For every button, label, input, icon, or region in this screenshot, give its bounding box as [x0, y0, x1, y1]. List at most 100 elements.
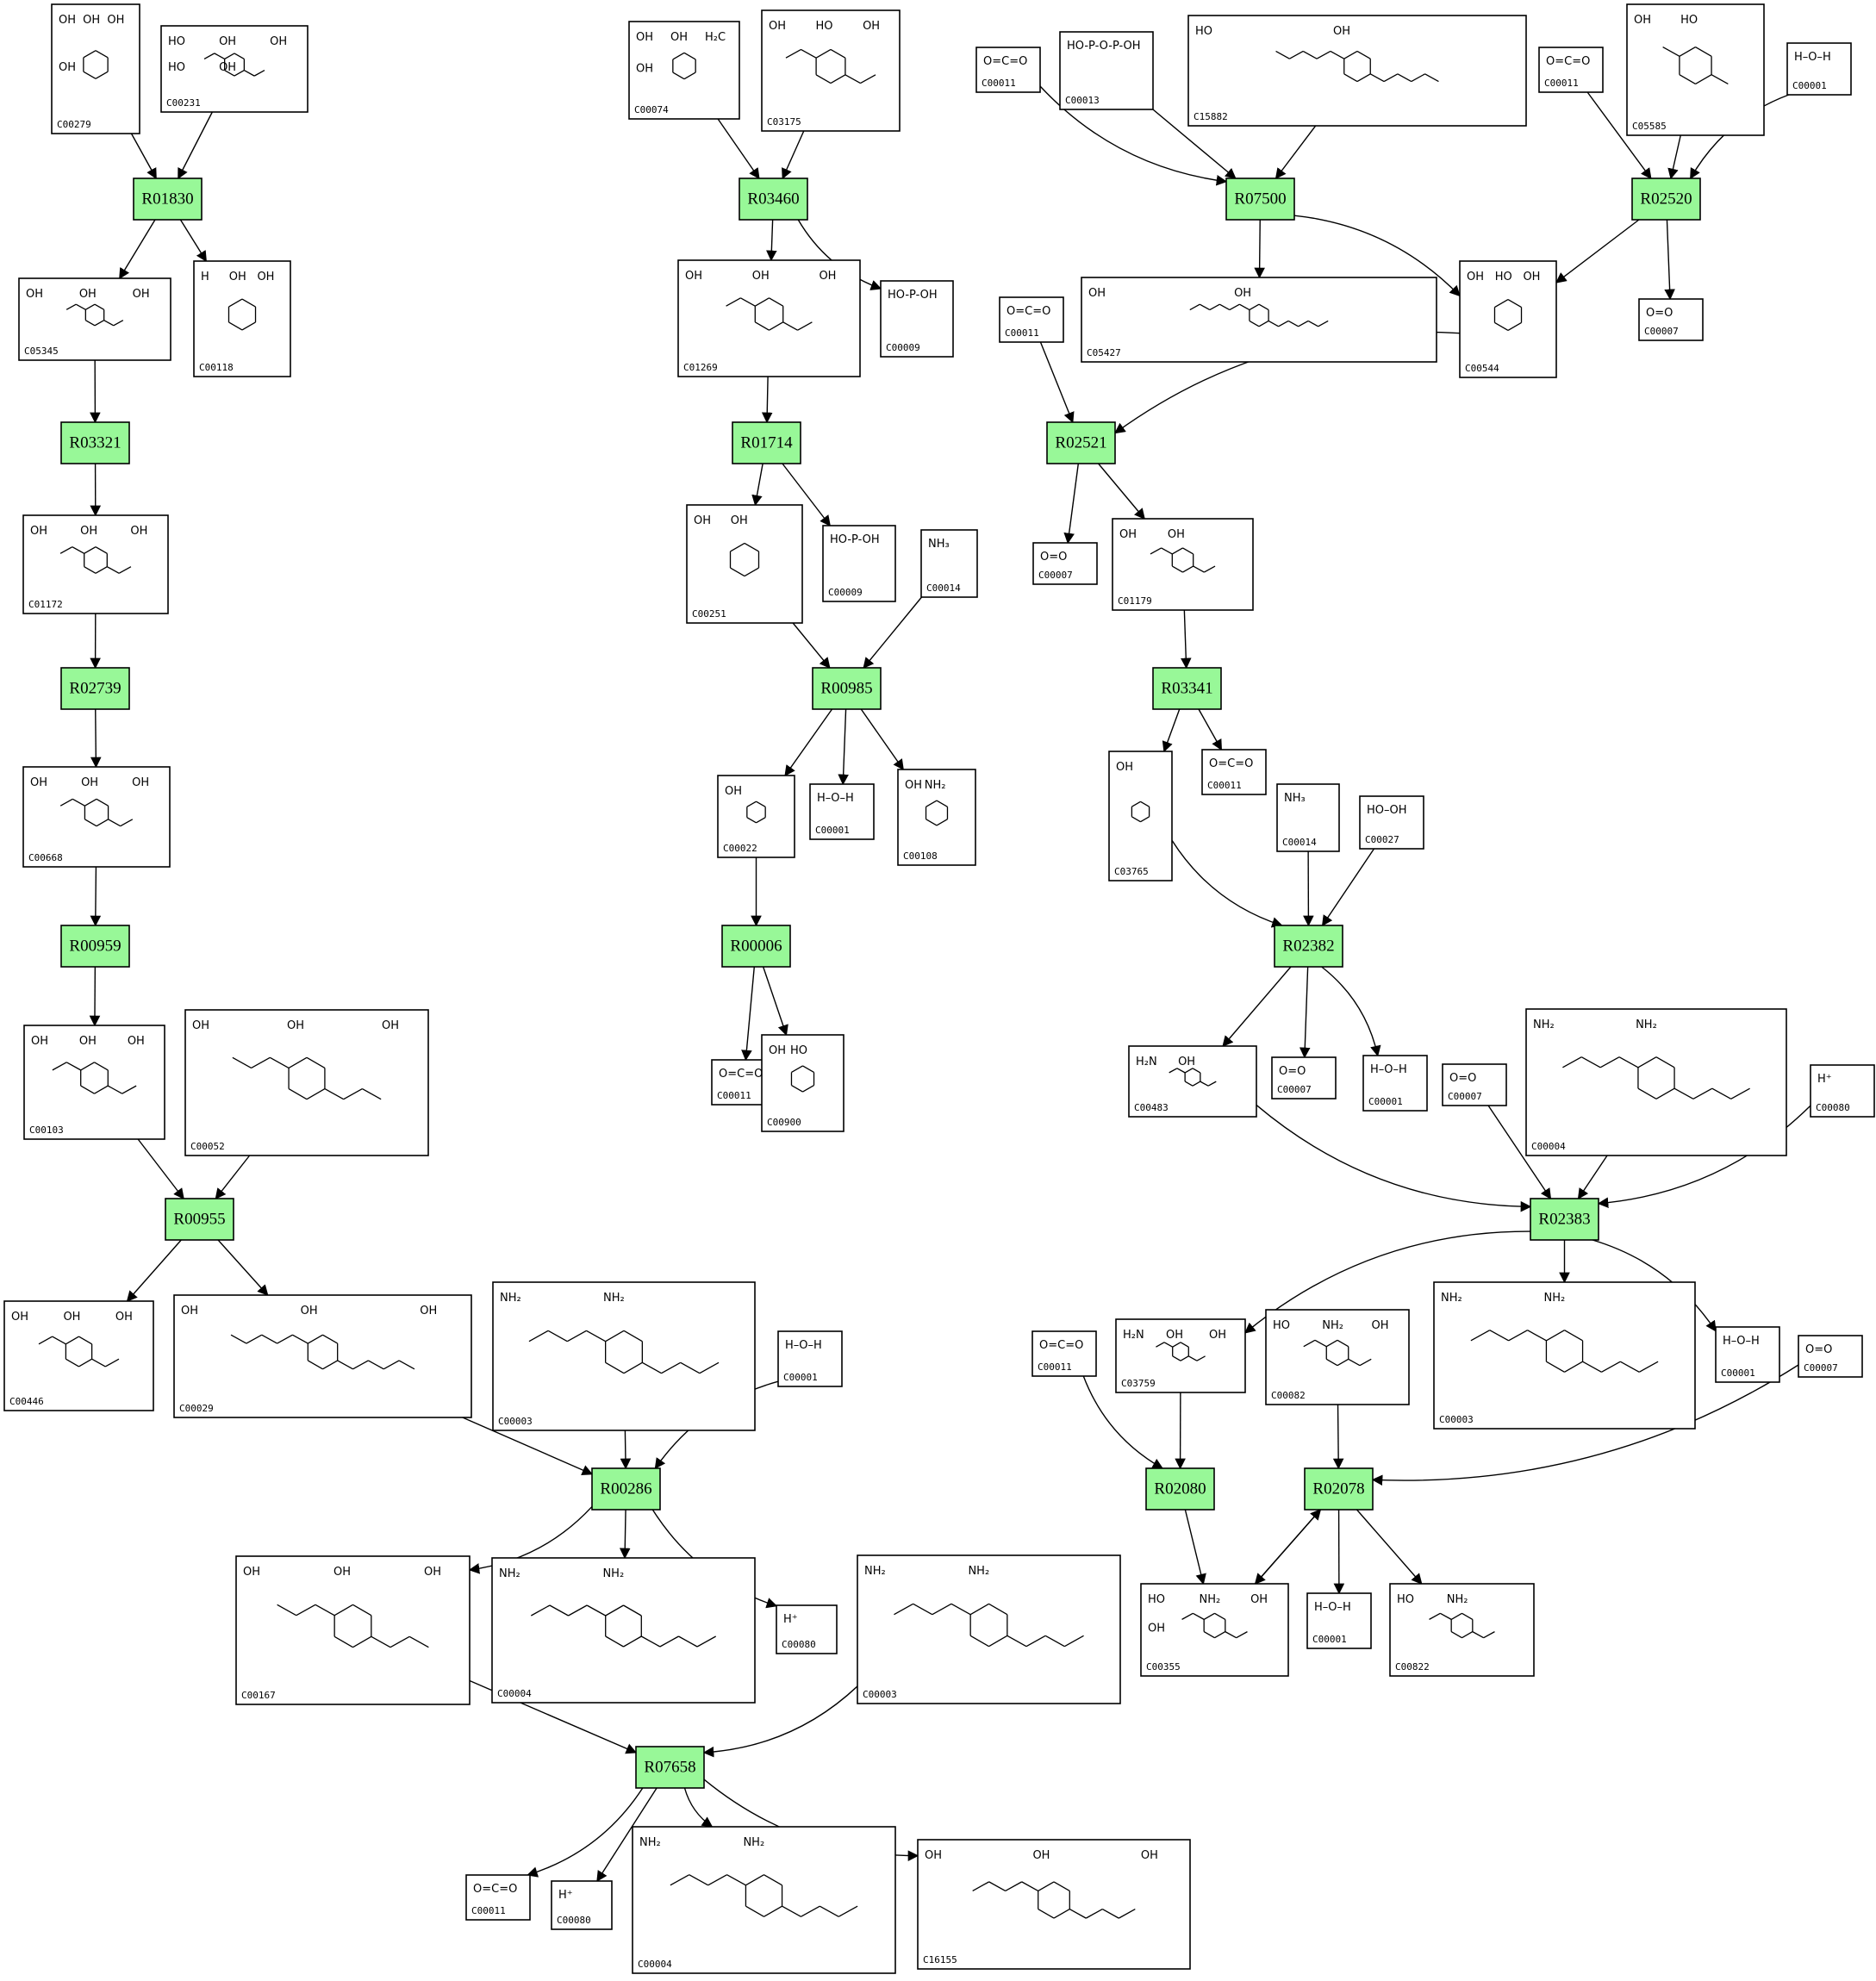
compound-node-c00080[interactable]: H⁺C00080 — [1810, 1064, 1875, 1118]
compound-box — [975, 47, 1041, 93]
reaction-node-r07500[interactable]: R07500 — [1225, 178, 1295, 221]
compound-id: C00014 — [926, 582, 961, 594]
compound-node-c00080[interactable]: H⁺C00080 — [776, 1604, 838, 1654]
reaction-node-r00006[interactable]: R00006 — [721, 925, 791, 968]
reaction-node-r07658[interactable]: R07658 — [635, 1746, 705, 1789]
reaction-node-r02382[interactable]: R02382 — [1274, 925, 1343, 968]
reaction-node-r03341[interactable]: R03341 — [1152, 667, 1222, 710]
compound-box — [551, 1880, 613, 1930]
atom-label: OH — [1166, 1329, 1183, 1342]
reaction-node-r03460[interactable]: R03460 — [739, 178, 808, 221]
reaction-node-r00959[interactable]: R00959 — [60, 925, 130, 968]
reaction-node-r00286[interactable]: R00286 — [591, 1467, 661, 1511]
compound-id: C00011 — [1544, 78, 1579, 89]
compound-id: C00355 — [1146, 1661, 1181, 1673]
atom-label: OH — [132, 776, 149, 789]
reaction-node-r03321[interactable]: R03321 — [60, 421, 130, 464]
compound-id: C00011 — [717, 1090, 751, 1101]
reaction-node-r02383[interactable]: R02383 — [1530, 1198, 1599, 1241]
reaction-node-r02739[interactable]: R02739 — [60, 667, 130, 710]
reaction-node-r00985[interactable]: R00985 — [812, 667, 882, 710]
compound-box — [999, 296, 1064, 343]
compound-id: C05345 — [24, 346, 59, 357]
compound-formula: H–O–H — [1370, 1063, 1407, 1076]
reaction-node-r02080[interactable]: R02080 — [1145, 1467, 1215, 1511]
compound-id: C00080 — [782, 1639, 816, 1650]
atom-label: OH — [905, 779, 922, 792]
reaction-node-r01830[interactable]: R01830 — [133, 178, 203, 221]
edge-arrow — [1171, 839, 1283, 928]
compound-box — [173, 1294, 472, 1418]
atom-label: OH — [731, 514, 748, 527]
reaction-node-r02521[interactable]: R02521 — [1046, 421, 1116, 464]
compound-id: C00011 — [1207, 780, 1242, 791]
atom-label: OH — [1209, 1329, 1226, 1342]
reaction-node-r02078[interactable]: R02078 — [1304, 1467, 1374, 1511]
reaction-node-r00955[interactable]: R00955 — [165, 1198, 234, 1241]
reaction-node-r02520[interactable]: R02520 — [1631, 178, 1701, 221]
compound-box — [1626, 3, 1765, 136]
compound-node-c00080[interactable]: H⁺C00080 — [551, 1880, 613, 1930]
reaction-node-r01714[interactable]: R01714 — [732, 421, 801, 464]
